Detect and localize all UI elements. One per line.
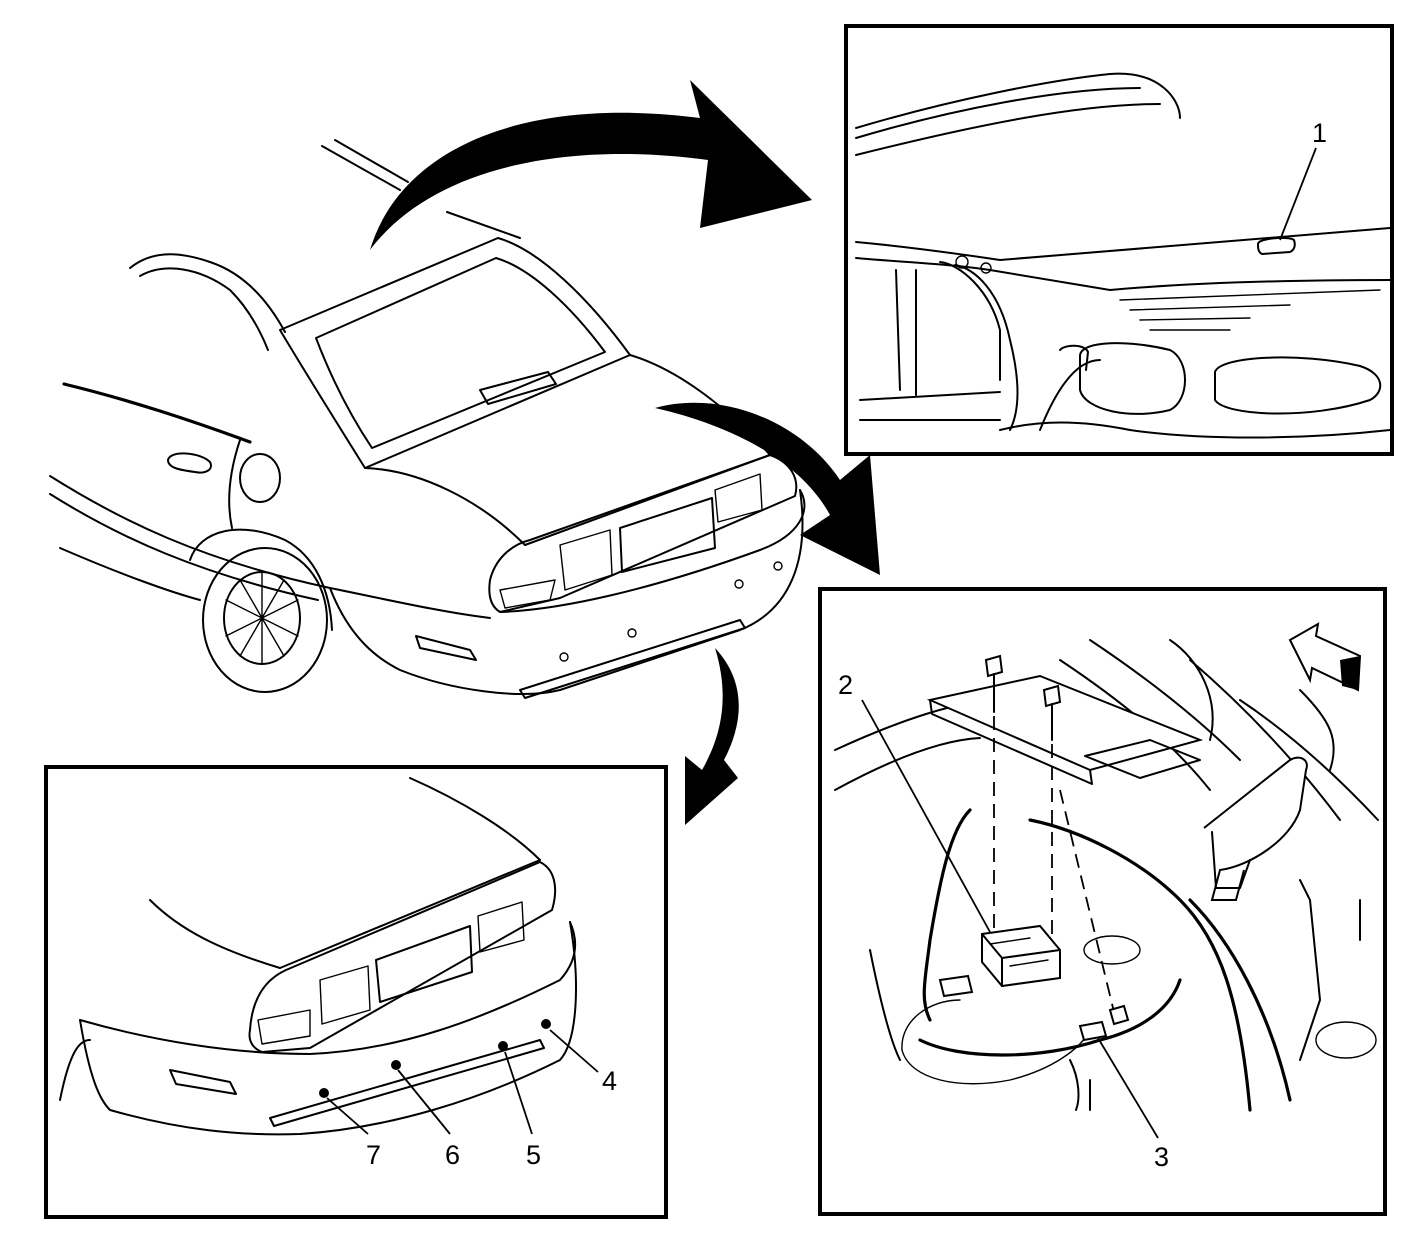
callout-4: 4 <box>602 1066 617 1096</box>
callout-leader <box>397 1069 451 1135</box>
callout-3: 3 <box>1154 1142 1169 1172</box>
callout-leader <box>326 1097 369 1135</box>
callout-leader <box>1097 1037 1159 1139</box>
callout-1: 1 <box>1312 118 1327 148</box>
callout-7: 7 <box>366 1140 381 1170</box>
callout-leader <box>549 1029 599 1073</box>
curved-arrow-icon <box>370 80 812 250</box>
callout-5: 5 <box>526 1140 541 1170</box>
detail-view-rear-bumper-sensors: 4 5 6 7 <box>44 765 668 1219</box>
curved-arrow-icon <box>685 648 739 825</box>
detail-view-roof-console: 1 <box>844 24 1394 456</box>
forward-direction-arrow-icon <box>1288 622 1362 692</box>
callout-6: 6 <box>445 1140 460 1170</box>
callout-leader <box>1279 147 1317 241</box>
curved-arrow-icon <box>655 402 880 575</box>
callout-leader <box>504 1051 533 1135</box>
main-vehicle-view <box>49 139 806 699</box>
callout-leader <box>861 699 991 933</box>
callout-2: 2 <box>838 670 853 700</box>
detail-view-module-installation: 2 3 <box>818 587 1387 1216</box>
